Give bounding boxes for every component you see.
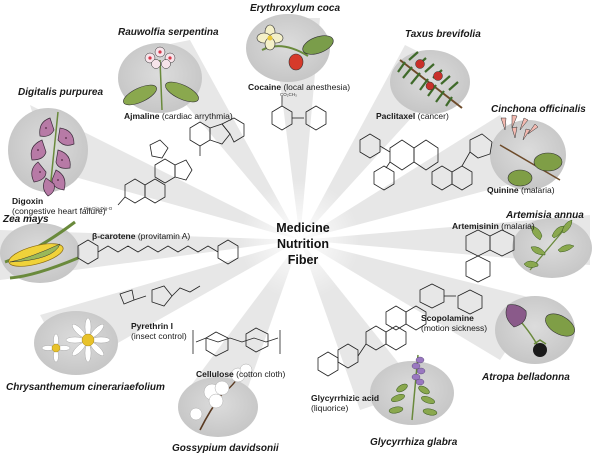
gossypium-plant-illustration (189, 363, 253, 431)
species-rauwolfia-serpentina: Rauwolfia serpentina (118, 27, 219, 38)
compound-use: (liquorice) (311, 403, 349, 413)
compound-label-quinine: Quinine (malaria) (487, 185, 555, 195)
species-glycyrrhiza-glabra: Glycyrrhiza glabra (370, 437, 458, 448)
glycyrrhizic-structure (317, 305, 427, 377)
compound-label-scopolamine: Scopolamine (motion sickness) (421, 313, 487, 333)
cocaine-structure (271, 96, 327, 131)
compound-name: Artemisinin (452, 221, 499, 231)
species-chrysanthemum-cinerariaefolium: Chrysanthemum cinerariaefolium (6, 382, 165, 393)
digitalis-disc (8, 108, 88, 192)
species-artemisia-annua: Artemisia annua (506, 210, 584, 221)
digoxin-sugar-label: Dig-Dig-Dig-O (84, 206, 113, 211)
compound-use: (cotton cloth) (236, 369, 286, 379)
compound-name: Scopolamine (421, 313, 474, 323)
species-taxus-brevifolia: Taxus brevifolia (405, 29, 481, 40)
compound-label-artemisinin: Artemisinin (malaria) (452, 221, 535, 231)
compound-name: Cellulose (196, 369, 234, 379)
taxus-plant-illustration (397, 51, 463, 109)
compound-name: Ajmaline (124, 111, 160, 121)
compound-label-paclitaxel: Paclitaxel (cancer) (376, 111, 449, 121)
atropa-plant-illustration (505, 304, 575, 357)
compound-name: Glycyrrhizic acid (311, 393, 380, 403)
compound-name: Cocaine (248, 82, 282, 92)
ajmaline-structure (189, 117, 245, 156)
compound-label-cellulose: Cellulose (cotton cloth) (196, 369, 285, 379)
species-zea-mays: Zea mays (3, 214, 49, 225)
compound-use: (insect control) (131, 331, 187, 341)
compound-label-pyrethrin: Pyrethrin I (insect control) (131, 321, 187, 341)
compound-use: (malaria) (521, 185, 555, 195)
compound-use: (motion sickness) (421, 323, 488, 333)
digoxin-structure (117, 139, 193, 206)
compound-use: (cardiac arrythmia) (161, 111, 233, 121)
species-digitalis-purpurea: Digitalis purpurea (18, 87, 104, 98)
compound-label-glycyrrhizic-acid: Glycyrrhizic acid (liquorice) (311, 393, 379, 413)
cellulose-structure (192, 327, 281, 357)
compound-name: β-carotene (92, 231, 136, 241)
center-title-line-medicine: Medicine (276, 221, 330, 235)
cinchona-plant-illustration (499, 114, 563, 187)
species-atropa-belladonna: Atropa belladonna (482, 372, 570, 383)
center-title-line-fiber: Fiber (287, 253, 319, 267)
compound-label-beta-carotene: β-carotene (provitamin A) (92, 231, 190, 241)
center-glow (240, 180, 360, 300)
species-gossypium-davidsonii: Gossypium davidsonii (172, 443, 279, 454)
compound-name: Quinine (487, 185, 519, 195)
center-title: Medicine Nutrition Fiber (263, 220, 343, 268)
beta-carotene-structure (77, 239, 239, 265)
compound-label-ajmaline: Ajmaline (cardiac arrythmia) (124, 111, 233, 121)
compound-name: Paclitaxel (376, 111, 416, 121)
compound-use: (malaria) (501, 221, 535, 231)
compound-use: (cancer) (417, 111, 449, 121)
compound-label-cocaine: Cocaine (local anesthesia) (248, 82, 350, 92)
compound-label-digoxin: Digoxin (congestive heart failure) (12, 196, 106, 216)
rauwolfia-plant-illustration (123, 46, 199, 111)
quinine-structure (431, 133, 493, 191)
compound-use: (provitamin A) (137, 231, 191, 241)
coca-plant-illustration (256, 24, 334, 71)
cocaine-ester-label: CO₂CH₃ (280, 92, 297, 97)
chemical-structures (77, 96, 515, 377)
digitalis-plant-illustration (30, 111, 75, 197)
compound-name: Digoxin (12, 196, 44, 206)
compound-name: Pyrethrin I (131, 321, 174, 331)
glycyrrhiza-plant-illustration (388, 354, 438, 421)
species-cinchona-officinalis: Cinchona officinalis (491, 104, 586, 115)
pyrethrin-structure (119, 285, 201, 307)
chrysanthemum-plant-illustration (41, 317, 111, 363)
scopolamine-structure (419, 283, 483, 315)
paclitaxel-structure (359, 133, 439, 191)
artemisinin-structure (465, 229, 515, 283)
compound-use: (local anesthesia) (283, 82, 351, 92)
species-erythroxylum-coca: Erythroxylum coca (250, 3, 341, 14)
artemisia-plant-illustration (523, 219, 575, 271)
zea-plant-illustration (4, 220, 79, 280)
compound-use: (congestive heart failure) (12, 206, 106, 216)
center-title-line-nutrition: Nutrition (276, 237, 330, 251)
